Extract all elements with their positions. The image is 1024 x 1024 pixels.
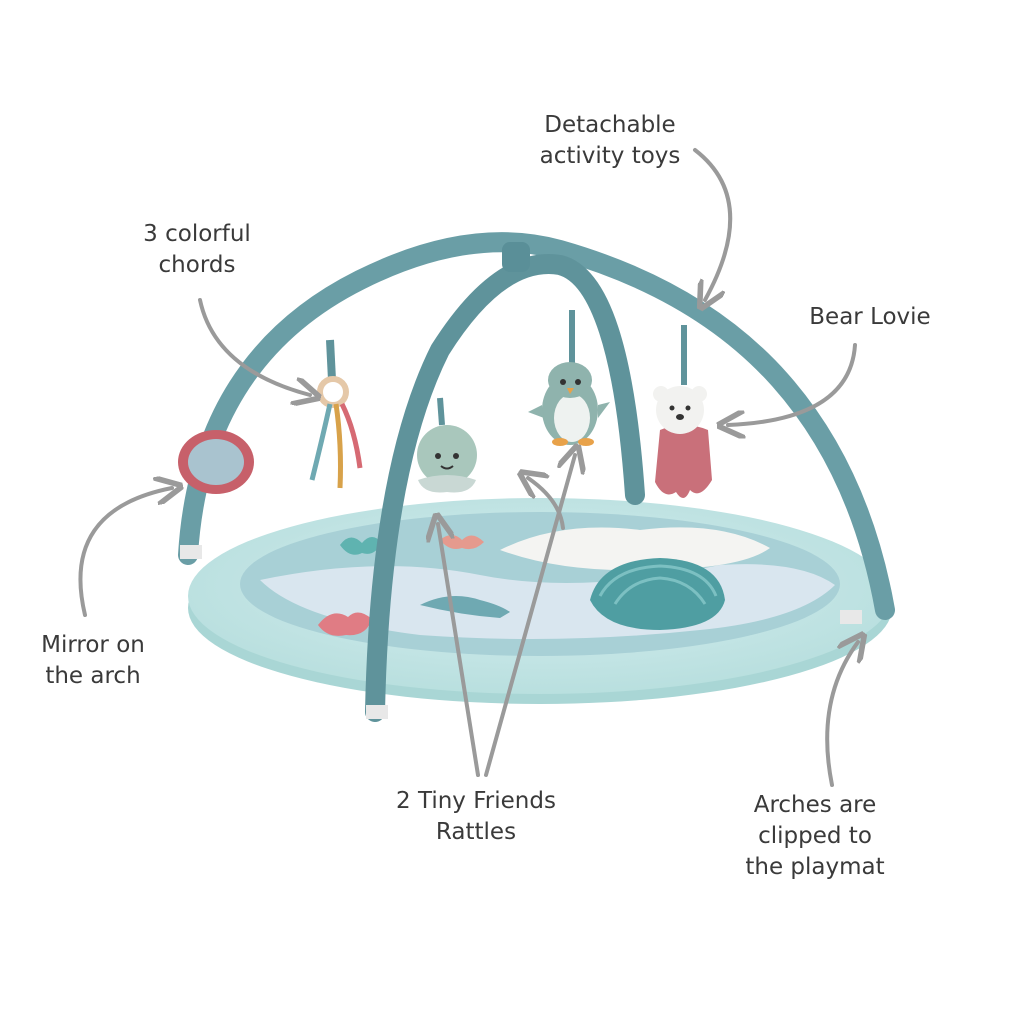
playmat — [188, 498, 892, 704]
callout-mirror: Mirror on the arch — [23, 630, 163, 692]
callout-mirror-line1: Mirror on — [41, 632, 145, 658]
arrow-rattles-left — [438, 524, 480, 777]
penguin-rattle — [528, 310, 610, 446]
arrow-rattles-mid — [528, 478, 565, 530]
callout-rattles-line1: 2 Tiny Friends — [396, 788, 556, 814]
shell-pillow — [590, 558, 725, 630]
callout-chords-line2: chords — [158, 252, 236, 278]
callout-arches-line3: the playmat — [745, 854, 885, 880]
bear-lovie — [653, 325, 712, 499]
callout-tiny-friends-rattles: 2 Tiny Friends Rattles — [376, 786, 576, 848]
arrow-detachable — [693, 148, 733, 300]
callout-bear-line1: Bear Lovie — [809, 304, 931, 330]
callout-detachable-line2: activity toys — [539, 143, 681, 169]
arrow-mirror — [78, 488, 172, 617]
callout-colorful-chords: 3 colorful chords — [117, 219, 277, 281]
callout-mirror-line2: the arch — [45, 663, 141, 689]
arrow-chords — [198, 298, 310, 395]
octopus-rattle — [417, 397, 477, 493]
callout-chords-line1: 3 colorful — [143, 221, 251, 247]
callout-arches-clipped: Arches are clipped to the playmat — [725, 790, 905, 883]
mirror-toy — [178, 430, 254, 494]
callout-arches-line1: Arches are — [753, 792, 877, 818]
callout-bear-lovie: Bear Lovie — [790, 302, 950, 333]
arrow-bear — [728, 343, 857, 425]
callout-detachable-toys: Detachable activity toys — [520, 110, 700, 172]
arrow-arches — [825, 642, 858, 787]
callout-rattles-line2: Rattles — [435, 819, 517, 845]
ring-chords-toy — [309, 339, 363, 489]
arches — [178, 232, 895, 722]
callout-arrows — [78, 148, 858, 787]
arrow-rattles-right — [484, 455, 575, 777]
callout-arches-line2: clipped to — [758, 823, 872, 849]
callout-detachable-line1: Detachable — [544, 112, 676, 138]
